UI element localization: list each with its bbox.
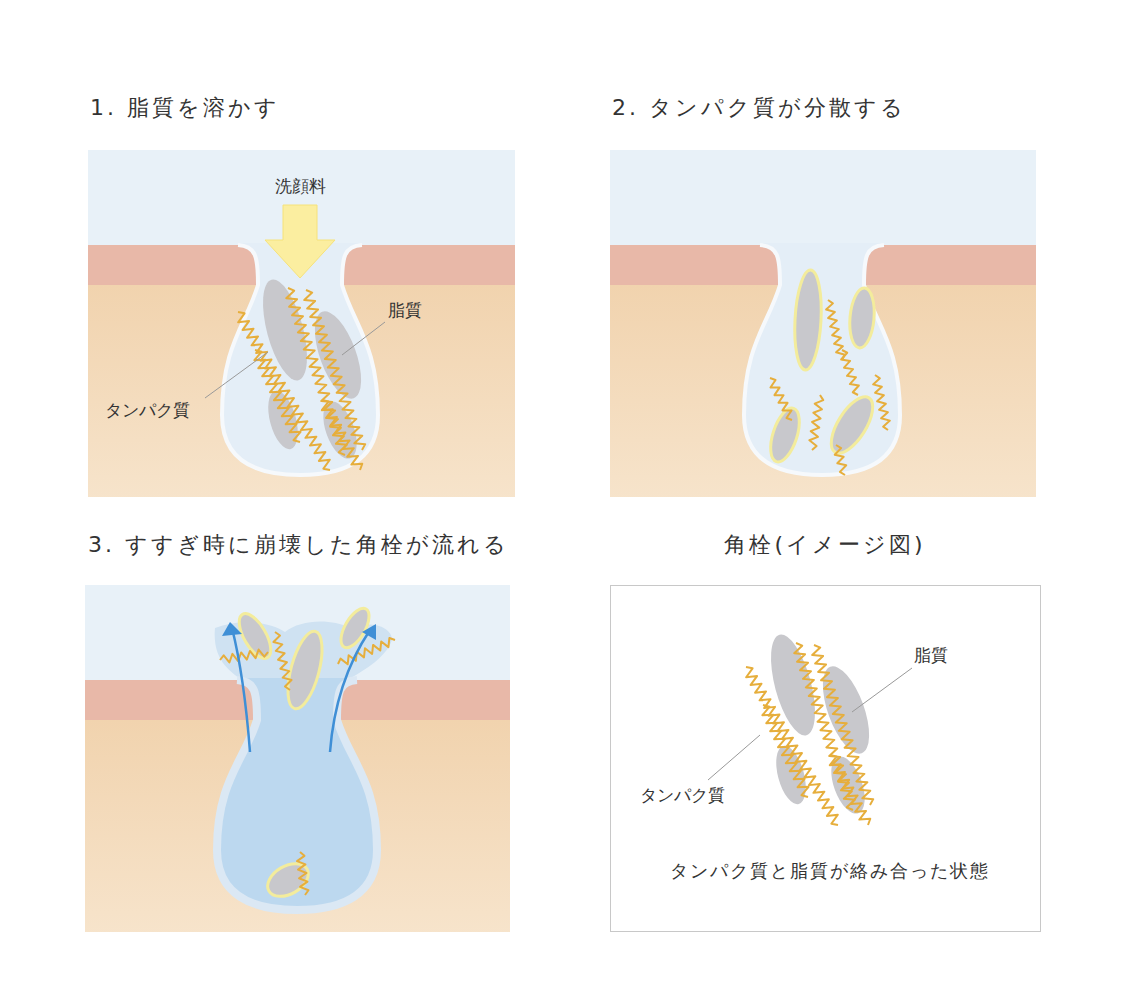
lipid	[765, 405, 805, 466]
panel: 1. 脂質を溶かす洗顔料脂質タンパク質	[85, 85, 520, 500]
caption-note: タンパク質と脂質が絡み合った状態	[670, 860, 990, 882]
panel: 2. タンパク質が分散する	[605, 85, 1040, 500]
skin-section	[88, 150, 515, 497]
protein-strand	[770, 378, 792, 420]
lipid	[792, 269, 823, 370]
pore-wall	[217, 680, 377, 910]
skin-section	[610, 150, 1036, 497]
protein-strand	[830, 755, 870, 825]
pore-wall	[222, 245, 378, 475]
cleanser-arrow	[265, 205, 335, 278]
protein-strand	[746, 667, 838, 825]
protein-strand	[809, 395, 823, 450]
protein-strand	[873, 375, 890, 430]
protein-strand	[762, 705, 808, 797]
leader-line	[708, 735, 760, 780]
plug-image	[746, 630, 879, 825]
pore-wall	[744, 245, 900, 475]
rinse-flow	[330, 630, 370, 752]
protein-strand	[322, 400, 362, 470]
panel-heading: 角栓(イメージ図)	[724, 532, 925, 558]
part-label: タンパク質	[105, 400, 190, 420]
protein-strand	[220, 650, 268, 663]
panel: 角栓(イメージ図) 脂質タンパク質タンパク質と脂質が絡み合った状態	[605, 525, 1045, 935]
leader-line	[342, 322, 385, 355]
protein-strand	[338, 638, 395, 664]
protein-strand	[254, 350, 300, 442]
lipid	[813, 661, 878, 760]
lipid	[335, 604, 374, 652]
protein-strand	[841, 350, 859, 395]
lipid	[305, 306, 370, 405]
leader-line	[852, 668, 912, 712]
pore	[744, 243, 900, 475]
panel: 3. すすぎ時に崩壊した角栓が流れる	[80, 525, 520, 935]
part-label: 洗顔料	[275, 176, 326, 196]
panel-heading: 1. 脂質を溶かす	[90, 95, 280, 121]
panel-heading: 2. タンパク質が分散する	[612, 95, 906, 121]
part-label: 脂質	[914, 645, 948, 665]
protein-strand	[297, 852, 308, 895]
protein-strand	[273, 632, 291, 690]
part-label: タンパク質	[640, 785, 725, 805]
part-label: 脂質	[388, 300, 422, 320]
lipid	[823, 390, 881, 459]
protein-strand	[835, 445, 847, 475]
skin-section	[85, 585, 510, 932]
arrow-head	[222, 622, 242, 636]
panel-frame	[611, 586, 1041, 932]
rinse-flow	[232, 628, 250, 752]
protein-strand	[238, 312, 330, 470]
leader-line	[205, 352, 268, 398]
arrow-head	[362, 624, 376, 640]
pore	[217, 678, 377, 910]
lipid	[847, 287, 876, 349]
panel-heading: 3. すすぎ時に崩壊した角栓が流れる	[88, 532, 509, 558]
